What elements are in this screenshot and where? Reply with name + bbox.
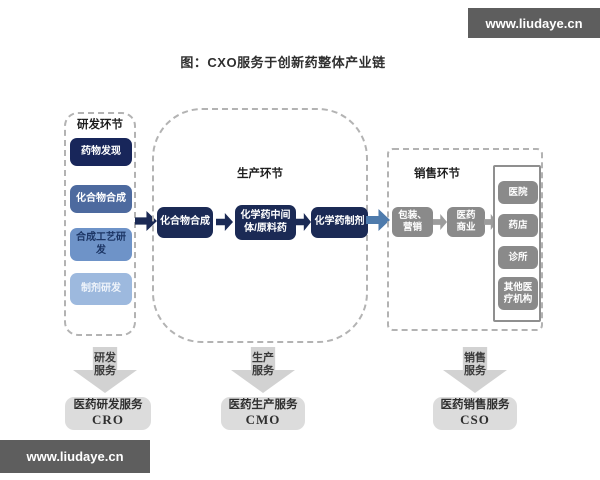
production-box-intermediates-api: 化学药中间 体/原料药 — [235, 205, 296, 240]
service-arrow-label-rd: 研发 服务 — [94, 352, 116, 377]
sales-box-pharma-commerce: 医药 商业 — [447, 207, 485, 237]
watermark-url: www.liudaye.cn — [485, 15, 583, 31]
service-box-title: 医药销售服务 — [440, 399, 510, 411]
sales-box-packaging-marketing: 包装、 营销 — [392, 207, 433, 237]
service-arrow-label-production: 生产 服务 — [252, 352, 274, 377]
sales-section-frame — [387, 148, 543, 331]
service-box-cmo: 医药生产服务 CMO — [221, 397, 305, 430]
service-box-title: 医药生产服务 — [228, 399, 298, 411]
service-box-cro: 医药研发服务 CRO — [65, 397, 151, 430]
production-section-label: 生产环节 — [237, 168, 283, 180]
rd-box-process-rd: 合成工艺研 发 — [70, 228, 132, 261]
sales-section-label: 销售环节 — [414, 168, 460, 180]
rd-section-label: 研发环节 — [77, 119, 123, 131]
production-box-drug-product: 化学药制剂 — [311, 207, 368, 238]
channel-box-other-medical: 其他医 疗机构 — [498, 277, 538, 310]
watermark-banner-top: www.liudaye.cn — [468, 8, 600, 38]
service-box-abbr: CSO — [460, 411, 490, 427]
watermark-banner-bottom: www.liudaye.cn — [0, 440, 150, 473]
channel-box-pharmacy: 药店 — [498, 214, 538, 237]
channel-box-clinic: 诊所 — [498, 246, 538, 269]
channel-box-hospital: 医院 — [498, 181, 538, 204]
service-box-title: 医药研发服务 — [73, 399, 143, 411]
service-box-abbr: CRO — [92, 411, 124, 427]
rd-box-drug-discovery: 药物发现 — [70, 138, 132, 166]
service-box-abbr: CMO — [245, 411, 281, 427]
rd-box-formulation-rd: 制剂研发 — [70, 273, 132, 305]
watermark-url: www.liudaye.cn — [26, 449, 124, 464]
service-box-cso: 医药销售服务 CSO — [433, 397, 517, 430]
production-box-compound-synthesis: 化合物合成 — [157, 207, 213, 238]
rd-box-compound-synthesis: 化合物合成 — [70, 185, 132, 213]
service-arrow-label-sales: 销售 服务 — [464, 352, 486, 377]
diagram-title: 图：CXO服务于创新药整体产业链 — [180, 55, 386, 70]
